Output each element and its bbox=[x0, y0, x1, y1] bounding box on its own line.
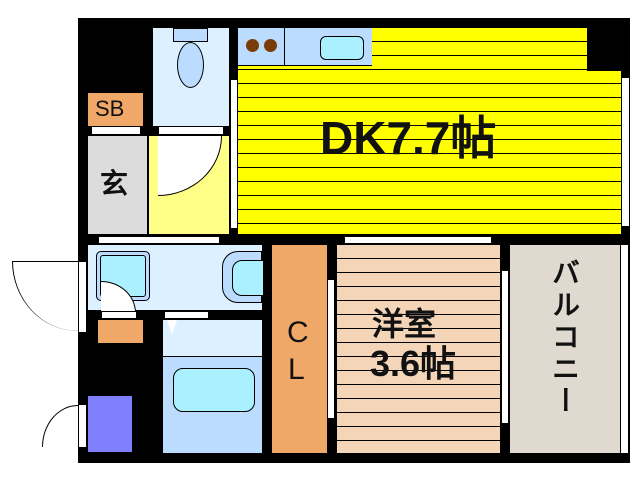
bathroom-vent-icon bbox=[167, 320, 177, 334]
bathroom bbox=[163, 320, 262, 453]
shoe-box-door bbox=[91, 126, 141, 135]
entrance-door-swing-icon bbox=[12, 261, 78, 331]
meter-box bbox=[88, 396, 132, 452]
closet bbox=[272, 245, 327, 453]
balcony bbox=[510, 245, 620, 453]
wash-basin-icon bbox=[222, 251, 264, 303]
dk-window bbox=[621, 78, 630, 226]
western-room-size-label: 3.6帖 bbox=[370, 343, 457, 384]
entrance bbox=[88, 136, 147, 234]
toilet-tank-icon bbox=[173, 28, 208, 42]
stove-burner-icon bbox=[264, 39, 277, 52]
western-room-label: 洋室 bbox=[372, 306, 437, 342]
dk-partition-door bbox=[230, 80, 238, 228]
shoe-box-label: SB bbox=[95, 96, 125, 121]
toilet-bowl-icon bbox=[177, 42, 204, 88]
balcony-window bbox=[501, 271, 509, 423]
storage-shelf bbox=[98, 320, 143, 343]
meter-door-swing-icon bbox=[42, 405, 78, 447]
stove-burner-icon bbox=[246, 39, 259, 52]
western-room-sliding-door bbox=[345, 236, 491, 244]
entrance-door-frame bbox=[78, 262, 87, 332]
closet-label-c: C bbox=[287, 316, 309, 349]
balcony-rail bbox=[620, 245, 628, 453]
shoe-box bbox=[88, 93, 143, 126]
toilet-room bbox=[153, 28, 229, 126]
washroom-door bbox=[101, 311, 137, 319]
dk-room-label: DK7.7帖 bbox=[320, 112, 497, 164]
counter-divider bbox=[284, 28, 285, 66]
meter-door-frame bbox=[78, 405, 87, 447]
closet-door bbox=[327, 280, 335, 418]
western-room bbox=[337, 245, 500, 453]
bathroom-door bbox=[164, 311, 209, 319]
closet-label-l: L bbox=[288, 353, 305, 386]
washroom-sliding-door bbox=[99, 236, 219, 244]
bathtub-icon bbox=[173, 368, 255, 412]
kitchen-counter bbox=[238, 28, 372, 66]
dk-corner-wall bbox=[587, 18, 630, 71]
toilet-door bbox=[158, 126, 224, 135]
entrance-label: 玄 bbox=[100, 168, 129, 199]
balcony-label: バルコニー bbox=[549, 258, 580, 418]
sink-icon bbox=[320, 36, 364, 60]
